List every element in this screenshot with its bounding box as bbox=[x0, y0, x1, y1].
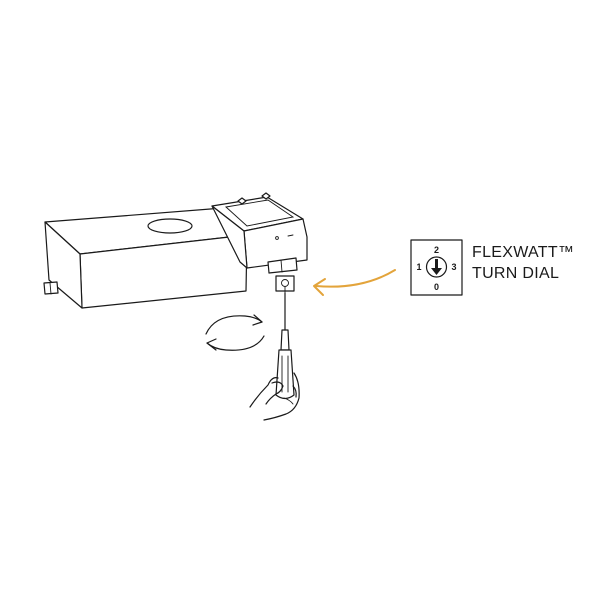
end-bracket bbox=[43, 281, 59, 295]
dial-mark-2: 2 bbox=[434, 245, 439, 255]
dial-mark-3: 3 bbox=[451, 262, 456, 272]
dial-arrow-icon bbox=[431, 259, 442, 275]
dimmer-module bbox=[211, 192, 308, 274]
top-oval-opening bbox=[147, 218, 193, 234]
driver-housing bbox=[43, 207, 248, 309]
dial-mark-0: 0 bbox=[434, 282, 439, 292]
callout-title: FLEXWATT™ bbox=[472, 244, 575, 261]
callout-subtitle: TURN DIAL bbox=[472, 265, 560, 282]
dial-socket bbox=[275, 275, 295, 294]
curved-arrow-icon bbox=[313, 269, 396, 296]
hand-icon bbox=[249, 372, 300, 421]
rotation-arrows-icon bbox=[205, 314, 265, 351]
dial-mark-1: 1 bbox=[416, 262, 421, 272]
turn-dial-symbol: 2 1 3 0 bbox=[410, 239, 463, 296]
